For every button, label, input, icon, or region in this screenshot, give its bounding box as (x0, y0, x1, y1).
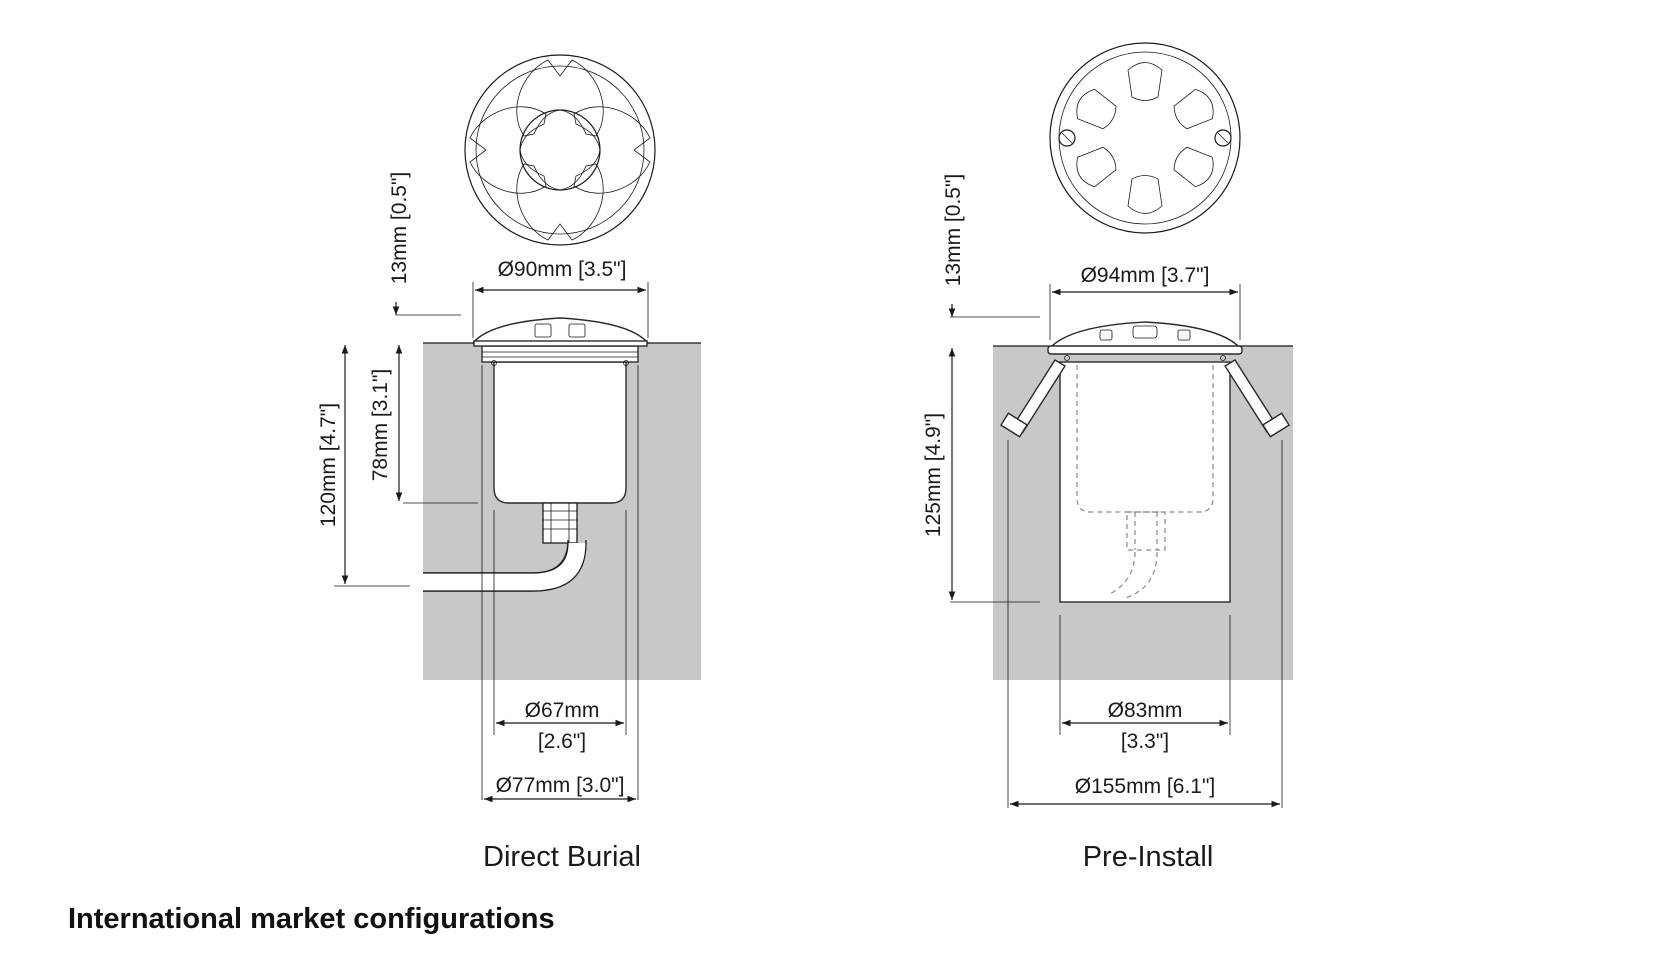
direct-burial-fixture: Ø90mm [3.5"] 13mm [0.5"] 120mm [4.7"] 78… (317, 54, 701, 873)
screw-right (1214, 129, 1232, 147)
screw-left (1058, 129, 1076, 147)
direct-burial-top-height-label: 13mm [0.5"] (388, 172, 411, 285)
direct-burial-inner-diameter-in-label: [2.6"] (538, 730, 586, 753)
pre-install-anchor-rods (999, 359, 1291, 438)
pre-install-span-diameter-label: Ø155mm [6.1"] (1075, 775, 1216, 798)
direct-burial-body (423, 317, 650, 592)
pre-install-sleeve-diameter-mm-label: Ø83mm (1108, 699, 1183, 722)
pre-install-top-height-label: 13mm [0.5"] (942, 174, 965, 287)
pre-install-fixture: Ø94mm [3.7"] 13mm [0.5"] 125mm [4.9"] Ø8… (922, 42, 1293, 873)
pre-install-caption: Pre-Install (1083, 841, 1214, 873)
direct-burial-outer-diameter-label: Ø77mm [3.0"] (496, 774, 625, 797)
pre-install-total-height-label: 125mm [4.9"] (922, 413, 945, 537)
pre-install-sleeve-diameter-in-label: [3.3"] (1121, 730, 1169, 753)
pre-install-slot (1076, 62, 1214, 214)
direct-burial-cap-diameter-label: Ø90mm [3.5"] (498, 258, 627, 281)
direct-burial-total-height-label: 120mm [4.7"] (317, 403, 340, 527)
pre-install-top-view (1049, 42, 1241, 234)
direct-burial-inner-diameter-mm-label: Ø67mm (525, 699, 600, 722)
direct-burial-body-height-label: 78mm [3.1"] (369, 369, 392, 482)
direct-burial-top-view (464, 54, 656, 246)
pre-install-sleeve (1059, 361, 1231, 603)
pre-install-cap (1047, 321, 1243, 361)
direct-burial-caption: Direct Burial (483, 841, 641, 873)
pre-install-cap-diameter-label: Ø94mm [3.7"] (1081, 264, 1210, 287)
section-heading: International market configurations (68, 903, 555, 935)
